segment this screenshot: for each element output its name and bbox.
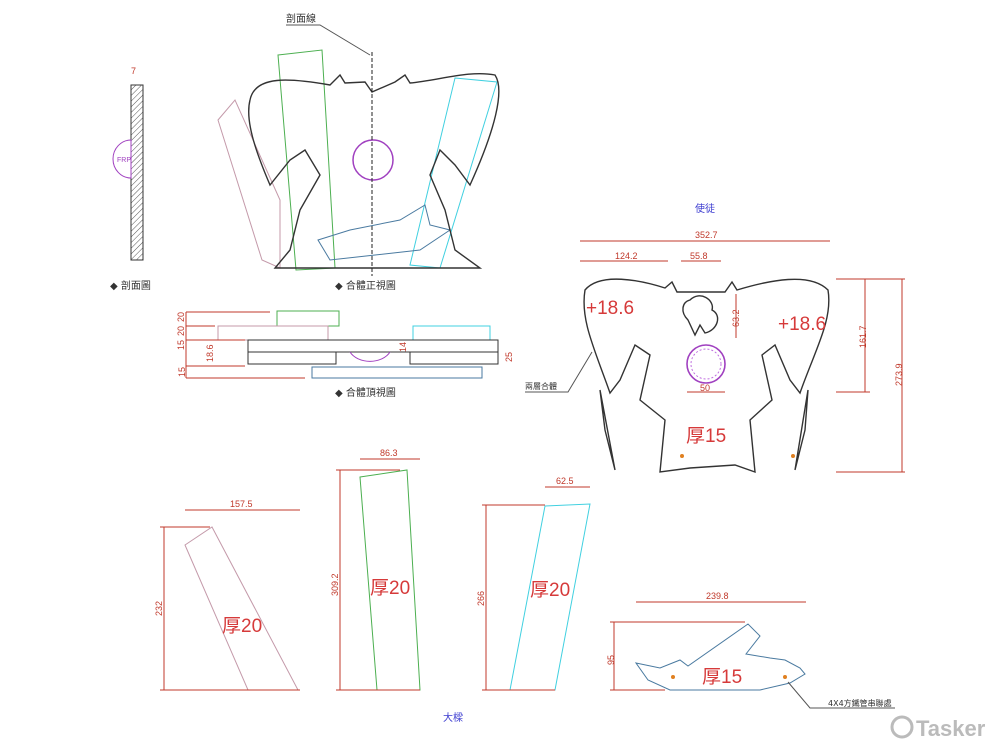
apostle-view: 使徒 352.7 124.2 55.8 63.2 50 161.7 273.9 … (525, 202, 905, 474)
beam-2: 86.3 309.2 厚20 (330, 448, 421, 691)
dim-head-height: 63.2 (731, 309, 741, 327)
dim-core-diameter: 50 (700, 383, 710, 393)
front-view-caption: ◆ 合體正視圖 (335, 279, 396, 292)
apostle-head (682, 295, 719, 337)
watermark-text: Tasker (916, 716, 986, 741)
beam-3: 62.5 266 厚20 (476, 476, 591, 691)
top-core (349, 351, 391, 362)
top-dim-5: 15 (177, 367, 187, 377)
beam-2-width: 86.3 (380, 448, 398, 458)
apostle-core-inner (690, 348, 722, 380)
frp-label: FRP (117, 157, 131, 164)
apostle-side-fins (599, 389, 809, 471)
front-pink-beam (217, 99, 281, 269)
dim-total-height: 273.9 (894, 363, 904, 386)
dim-neck-width: 55.8 (690, 251, 708, 261)
tasker-watermark: Tasker (890, 715, 986, 741)
section-view-caption: ◆ 剖面圖 (110, 279, 151, 292)
front-blue-beam (317, 204, 452, 261)
top-dim-1: 20 (176, 312, 186, 322)
body-thickness: 厚15 (686, 426, 726, 447)
beam-3-height: 266 (476, 591, 486, 606)
wing-left-thickness: +18.6 (586, 298, 634, 319)
section-view: 7 FRP ◆ 剖面圖 (110, 66, 151, 292)
beam-1-height: 232 (154, 601, 164, 616)
apostle-core (686, 344, 726, 384)
beam-4-width: 239.8 (706, 591, 729, 601)
beam-1-thickness: 厚20 (222, 616, 262, 637)
top-pink-beam (217, 325, 329, 341)
top-body-right (409, 351, 499, 365)
beam-3-width: 62.5 (556, 476, 574, 486)
section-hatched-panel (130, 84, 144, 261)
section-line-label: 剖面線 (286, 12, 316, 25)
layer-joint-label: 兩層合體 (525, 381, 557, 391)
apostle-title: 使徒 (695, 202, 715, 215)
tube-joint-label: 4X4方鐵管串聯處 (828, 698, 892, 708)
front-view: 剖面線 ◆ 合體正視圖 (217, 12, 500, 292)
beam-2-thickness: 厚20 (370, 578, 410, 599)
dim-upper-height: 161.7 (858, 325, 868, 348)
top-view: 20 20 15 18.6 15 14 25 ◆ 合體頂視圖 (176, 310, 514, 399)
front-apostle-outline (248, 72, 500, 269)
dim-wing-width: 124.2 (615, 251, 638, 261)
top-green-beam (276, 310, 340, 327)
wing-right-thickness: +18.6 (778, 314, 826, 335)
top-dim-3: 15 (176, 340, 186, 350)
beam-4-height: 95 (606, 655, 616, 665)
section-dim-top: 7 (131, 66, 136, 76)
beam-2-height: 309.2 (330, 573, 340, 596)
dim-total-width: 352.7 (695, 230, 718, 240)
apostle-outline (583, 278, 830, 474)
top-dim-4: 18.6 (205, 344, 215, 362)
beam-4: 239.8 95 厚15 4X4方鐵管串聯處 (606, 591, 895, 709)
section-line-leader (286, 24, 371, 56)
top-dim-2: 20 (176, 326, 186, 336)
front-core-circle (352, 139, 394, 181)
top-dim-7: 25 (504, 352, 514, 362)
top-view-caption: ◆ 合體頂視圖 (335, 386, 396, 399)
beam-3-thickness: 厚20 (530, 580, 570, 601)
front-cyan-beam (409, 77, 498, 269)
top-body-left (247, 351, 337, 365)
top-dim-6: 14 (398, 342, 408, 352)
beam-4-thickness: 厚15 (702, 667, 742, 688)
beam-1-width: 157.5 (230, 499, 253, 509)
frp-cap (112, 139, 132, 179)
beam-caption: 大樑 (443, 711, 463, 724)
top-wing-layer (247, 339, 499, 353)
top-blue-beam (311, 366, 483, 379)
top-cyan-beam (412, 325, 491, 341)
beam-1: 157.5 232 厚20 (154, 499, 300, 691)
